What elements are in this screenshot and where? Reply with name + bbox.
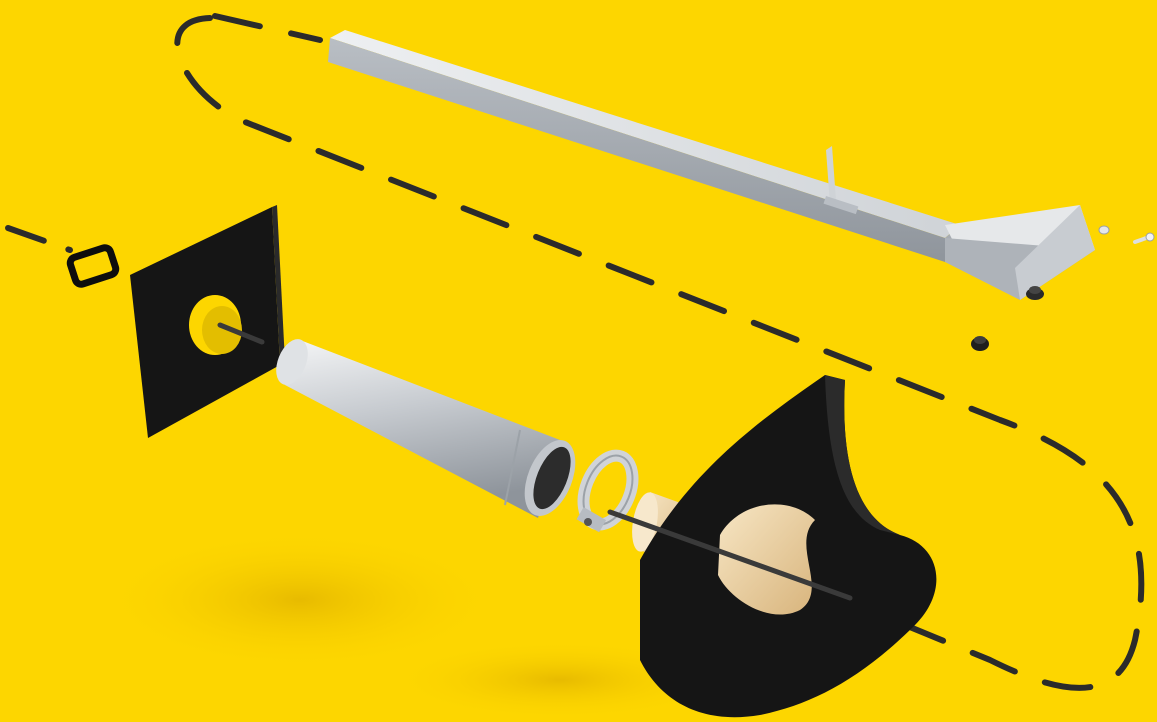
square-flashing-plate	[130, 205, 285, 438]
drain-spout-channel	[328, 30, 1095, 300]
sealing-ring	[69, 246, 118, 286]
dashed-guide-line-left	[8, 228, 70, 250]
rubber-grommet	[971, 286, 1044, 351]
screw-small	[1099, 226, 1154, 242]
dashed-guide-line-top	[215, 16, 320, 40]
ground-shadow	[100, 530, 500, 670]
corner-flashing	[610, 375, 936, 717]
steel-pipe	[270, 335, 585, 524]
